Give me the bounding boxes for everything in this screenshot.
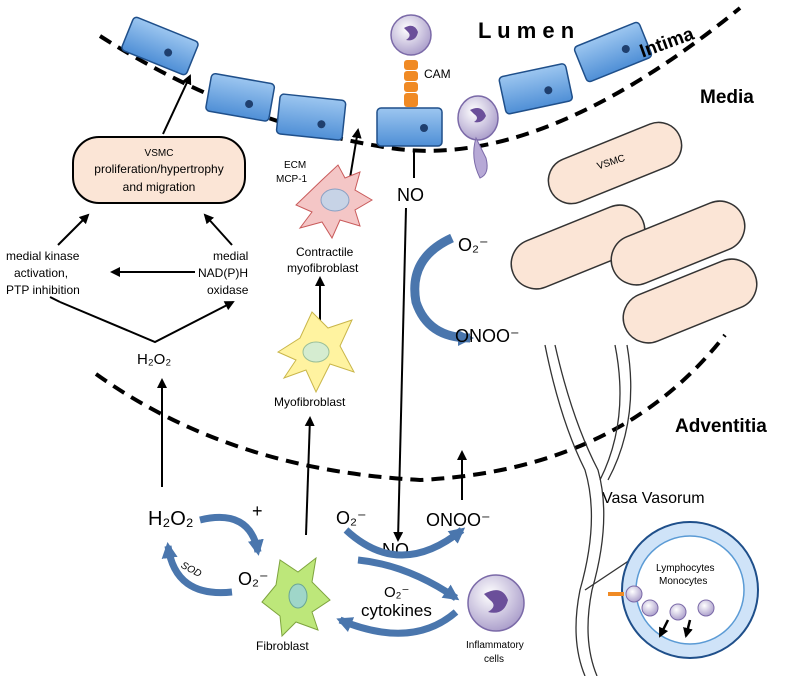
vsmc-proliferation-box [72, 136, 246, 204]
adventitia-boundary-line [94, 333, 727, 483]
cytokines-return-arrow [336, 609, 459, 637]
vsmc-cells [510, 121, 758, 344]
sod-upper-arrow [199, 513, 264, 556]
ecm-label: ECM [284, 160, 306, 171]
mcp1-label: MCP-1 [276, 174, 308, 185]
medial-nadph-line2: NAD(P)H [198, 266, 248, 280]
plus-label: + [252, 501, 263, 521]
o2-cytokines-label: O₂⁻ [384, 584, 409, 601]
endothelial-cells [121, 16, 653, 147]
onoo-media-label: ONOO⁻ [455, 326, 520, 346]
medial-nadph-line3: oxidase [207, 283, 249, 297]
endothelial-cell [121, 16, 199, 76]
endothelial-cell [498, 63, 573, 115]
o2-media-label: O₂⁻ [458, 235, 489, 255]
endothelial-cell [573, 21, 653, 83]
no-media-label: NO [397, 185, 424, 205]
adventitia-label: Adventitia [675, 416, 767, 437]
o2-to-onoo-curve [410, 233, 474, 346]
fibroblast-icon [261, 556, 331, 638]
to-inflammatory-arrow [357, 556, 460, 601]
medial-kinase-line2: activation, [14, 266, 68, 280]
vasa-vasorum-lumen [621, 521, 759, 659]
inflammatory-line1: Inflammatory [466, 640, 524, 651]
cam-label: CAM [424, 67, 451, 81]
vasa-vasorum-label: Vasa Vasorum [602, 490, 705, 507]
h2o2-adventitia-label: H₂O₂ [148, 508, 194, 530]
intima-boundary-line [98, 6, 742, 153]
lumen-label: L u m e n [478, 18, 574, 43]
intima-label: Intima [637, 23, 697, 62]
contractile-line2: myofibroblast [287, 261, 359, 275]
vsmc-box-line3: and migration [123, 180, 196, 194]
endothelial-cell [205, 72, 276, 122]
o2-adventitia-left-label: O₂⁻ [238, 569, 269, 589]
inflammatory-line2: cells [484, 654, 504, 665]
vsmc-box-line2: proliferation/hypertrophy [94, 162, 223, 176]
contractile-myofibroblast-icon [295, 164, 373, 240]
endothelial-cell [275, 93, 347, 141]
o2-adventitia-label: O₂⁻ [336, 508, 367, 528]
cytokines-label: cytokines [361, 601, 432, 620]
media-label: Media [700, 87, 754, 108]
leukocyte-icon [390, 14, 432, 56]
inflammatory-cell-icon [467, 574, 525, 632]
media-arrows [49, 74, 467, 542]
monocytes-label: Monocytes [659, 576, 707, 587]
contractile-line1: Contractile [296, 245, 354, 259]
leukocyte-adhesion-icon [608, 585, 643, 603]
vasa-vasorum-vessels [544, 344, 632, 676]
fibroblast-label: Fibroblast [256, 639, 309, 653]
lymphocytes-label: Lymphocytes [656, 563, 715, 574]
vsmc-box-line1: VSMC [145, 148, 174, 159]
transmigrating-leukocyte-icon [457, 95, 499, 179]
no-onoo-arrow [343, 527, 466, 559]
medial-kinase-line1: medial kinase [6, 249, 80, 263]
cam-adhesion [404, 60, 418, 107]
myofibroblast-icon [276, 311, 356, 394]
onoo-adventitia-label: ONOO⁻ [426, 510, 491, 530]
myofibroblast-label: Myofibroblast [274, 395, 346, 409]
h2o2-media-label: H₂O₂ [137, 351, 171, 368]
sod-lower-arrow [161, 542, 233, 597]
medial-nadph-line1: medial [213, 249, 248, 263]
medial-kinase-line3: PTP inhibition [6, 283, 80, 297]
endothelial-cell [376, 107, 443, 147]
